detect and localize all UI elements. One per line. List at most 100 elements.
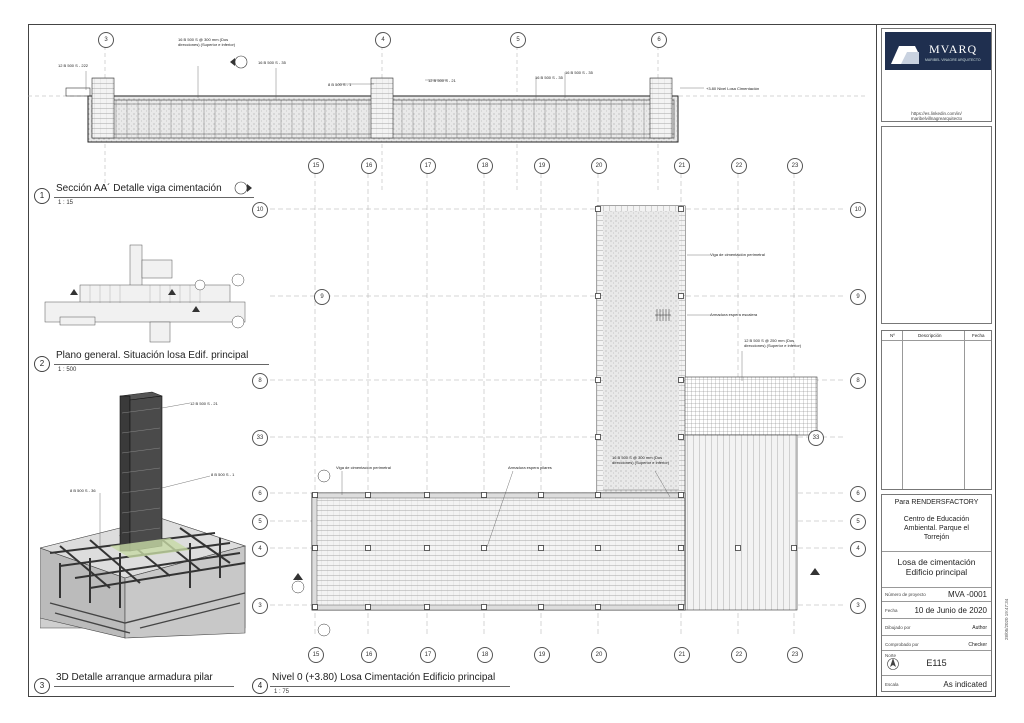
notes-panel [881,126,992,324]
grid-bubble: 6 [252,486,268,502]
rev-col-num: Nº [890,333,895,338]
annotation: 16 B 500 S @ 300 mm (Dos direcciones) (S… [178,37,236,47]
grid-bubble: 9 [314,289,330,305]
grid-bubble: 23 [787,647,803,663]
annotation: 12 B 500 S - 21 [190,401,218,406]
print-timestamp: 28/05/2020 19:47:34 [1004,598,1009,640]
date: 10 de Junio de 2020 [914,606,987,615]
grid-bubble: 19 [534,647,550,663]
drawn-by: Author [972,625,987,631]
grid-bubble: 5 [510,32,526,48]
grid-bubble: 20 [591,158,607,174]
annotation: 8 B 500 S - 1 [211,472,235,477]
annotation: 16 B 500 S @ 300 mm (Dos direcciones) (S… [612,455,670,465]
grid-bubble: 4 [375,32,391,48]
sheet-number: E115 [926,658,947,668]
grid-bubble: 5 [850,514,866,530]
grid-bubble: 33 [808,430,824,446]
date-label: Fecha [885,608,898,613]
grid-bubble: 20 [591,647,607,663]
grid-bubble: 10 [252,202,268,218]
client-name: Para RENDERSFACTORY [894,499,979,506]
grid-bubble: 3 [850,598,866,614]
view-number: 3 [34,678,50,694]
grid-bubble: 19 [534,158,550,174]
grid-bubble: 8 [850,373,866,389]
grid-bubble: 4 [850,541,866,557]
grid-bubble: 17 [420,158,436,174]
view-title: Plano general. Situación losa Edif. prin… [56,350,249,361]
view-number: 4 [252,678,268,694]
grid-bubble: 6 [651,32,667,48]
annotation: 8 B 500 S - 1 [328,82,352,87]
grid-bubble: 9 [850,289,866,305]
view-scale: 1 : 15 [58,200,74,206]
annotation: Viga de cimentación perimetral [710,252,765,257]
view-scale: 1 : 500 [58,367,77,373]
grid-bubble: 15 [308,647,324,663]
annotation: 8 B 500 S - 36 [70,488,96,493]
scale: As indicated [943,680,987,689]
view-title: 3D Detalle arranque armadura pilar [56,672,213,683]
logo-subtext: MARIBEL VINAGRE ARQUITECTO [925,58,981,62]
grid-bubble: 18 [477,647,493,663]
company-logo: MVARQ MARIBEL VINAGRE ARQUITECTO [885,32,991,70]
grid-bubble: 15 [308,158,324,174]
logo-icon [891,46,919,64]
grid-bubble: 23 [787,158,803,174]
grid-bubble: 21 [674,158,690,174]
drawing-sheet [28,24,996,697]
level-label: +3.80 Nivel Losa Cimentación [706,86,760,91]
company-url[interactable]: https://es.linkedin.com/in/ maribelvilln… [910,111,963,121]
grid-bubble: 33 [252,430,268,446]
scale-label: Escala [885,682,899,687]
annotation: 12 B 500 S - 21 [428,78,456,83]
annotation: 12 B 500 S @ 250 mm (Dos direcciones) (S… [744,338,802,348]
grid-bubble: 3 [252,598,268,614]
section-detail-drawing [28,46,868,195]
project-number: MVA -0001 [948,590,987,599]
project-name: Centro de Educación Ambiental. Parque el… [903,516,970,541]
north-arrow-icon [887,658,899,670]
grid-bubble: 18 [477,158,493,174]
grid-bubble: 16 [361,158,377,174]
grid-bubble: 22 [731,158,747,174]
annotation: 16 B 500 S - 35 [565,70,593,75]
drawing-title: Losa de cimentación Edificio principal [897,557,976,577]
grid-bubble: 5 [252,514,268,530]
grid-bubble: 3 [98,32,114,48]
project-number-label: Número de proyecto [885,592,926,597]
checked-by-label: Comprobado por [885,642,919,647]
rev-col-date: Fecha [972,333,985,338]
checked-by: Checker [968,642,987,648]
grid-bubble: 4 [252,541,268,557]
view-number: 2 [34,356,50,372]
grid-bubble: 10 [850,202,866,218]
view-title: Nivel 0 (+3.80) Losa Cimentación Edifici… [272,672,496,683]
grid-bubble: 21 [674,647,690,663]
logo-panel: MVARQ MARIBEL VINAGRE ARQUITECTO https:/… [881,28,992,122]
annotation: 12 B 500 S - 222 [58,63,89,68]
3d-detail-drawing [40,391,247,639]
view-scale: 1 : 75 [274,689,290,695]
annotation: Viga de cimentación perimetral [336,465,391,470]
view-number: 1 [34,188,50,204]
project-info: Para RENDERSFACTORY Centro de Educación … [881,494,992,692]
annotation: Armadura espera escalera [710,312,758,317]
grid-bubble: 22 [731,647,747,663]
view-title: Sección AA´ Detalle viga cimentación [56,183,222,194]
foundation-plan-drawing [270,173,845,637]
annotation: 16 B 500 S - 35 [535,75,563,80]
logo-text: MVARQ [929,42,978,56]
general-plan-drawing [44,244,246,343]
grid-bubble: 6 [850,486,866,502]
grid-bubble: 16 [361,647,377,663]
annotation: Armadura espera pilares [508,465,552,470]
grid-bubble: 17 [420,647,436,663]
drawn-by-label: Dibujado por [885,625,911,630]
annotation: 16 B 500 S - 35 [258,60,286,65]
grid-bubble: 8 [252,373,268,389]
north-label: Norte [885,653,897,658]
rev-col-desc: Descripción [918,333,942,338]
revisions-table: Nº Descripción Fecha [881,330,992,490]
